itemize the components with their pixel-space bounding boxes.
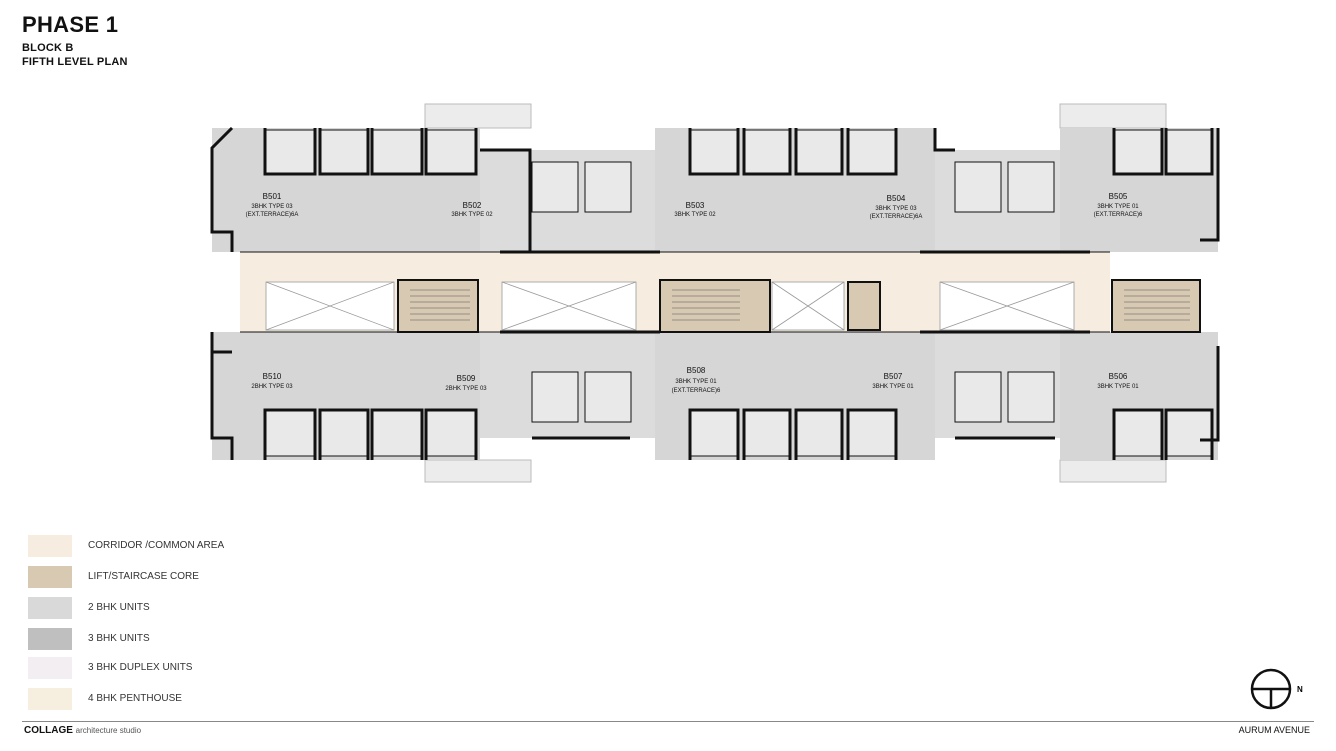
unit-type-b502: 3BHK TYPE 02 <box>451 212 493 218</box>
footer-divider <box>22 721 1314 722</box>
unit-id-b505: B505 <box>1109 192 1128 201</box>
north-arrow-icon: N <box>1250 668 1303 710</box>
cores <box>397 279 1201 333</box>
unit-note-b501: (EXT.TERRACE)6A <box>246 212 299 218</box>
stair-core-middle <box>659 279 771 333</box>
rooms <box>264 129 1213 457</box>
unit-type-b501: 3BHK TYPE 03 <box>251 204 293 210</box>
terrace-b506 <box>1059 459 1167 483</box>
project-name: AURUM AVENUE <box>1238 725 1310 735</box>
legend-swatch <box>28 628 72 650</box>
unit-type-b505: 3BHK TYPE 01 <box>1097 204 1139 210</box>
legend-item-4bhk-penthouse: 4 BHK PENTHOUSE <box>28 688 328 712</box>
terrace-b505 <box>1059 103 1167 129</box>
unit-type-b503: 3BHK TYPE 02 <box>674 212 716 218</box>
block-name: BLOCK B <box>22 42 74 54</box>
unit-type-b510: 2BHK TYPE 03 <box>251 384 293 390</box>
level-name: FIFTH LEVEL PLAN <box>22 56 128 68</box>
stair-core-left <box>397 279 479 333</box>
legend-label: CORRIDOR /COMMON AREA <box>88 540 225 551</box>
unit-id-b509: B509 <box>457 374 476 383</box>
legend-item-2bhk: 2 BHK UNITS <box>28 597 328 621</box>
legend-label: 3 BHK UNITS <box>88 633 150 644</box>
legend-swatch <box>28 597 72 619</box>
page-title: PHASE 1 <box>22 12 119 37</box>
unit-labels-top: B501 3BHK TYPE 03 (EXT.TERRACE)6A B502 3… <box>246 192 1143 220</box>
stair-core-right <box>1111 279 1201 333</box>
legend-label: LIFT/STAIRCASE CORE <box>88 571 199 582</box>
unit-labels-bottom: B510 2BHK TYPE 03 B509 2BHK TYPE 03 B508… <box>251 366 1139 394</box>
unit-type-b506: 3BHK TYPE 01 <box>1097 384 1139 390</box>
unit-id-b502: B502 <box>463 201 482 210</box>
legend-label: 3 BHK DUPLEX UNITS <box>88 662 193 673</box>
legend-item-3bhk: 3 BHK UNITS <box>28 628 328 652</box>
legend-item-corridor: CORRIDOR /COMMON AREA <box>28 535 328 559</box>
unit-note-b504: (EXT.TERRACE)6A <box>870 214 923 220</box>
legend-item-3bhk-duplex: 3 BHK DUPLEX UNITS <box>28 657 328 681</box>
unit-type-b504: 3BHK TYPE 03 <box>875 206 917 212</box>
legend-swatch <box>28 566 72 588</box>
unit-id-b501: B501 <box>263 192 282 201</box>
legend-swatch <box>28 657 72 679</box>
legend-swatch <box>28 688 72 710</box>
unit-note-b508: (EXT.TERRACE)6 <box>672 388 721 394</box>
unit-id-b508: B508 <box>687 366 706 375</box>
legend-label: 2 BHK UNITS <box>88 602 150 613</box>
unit-id-b504: B504 <box>887 194 906 203</box>
unit-id-b503: B503 <box>686 201 705 210</box>
studio-credit: COLLAGE architecture studio <box>24 725 141 736</box>
floor-plan: B501 3BHK TYPE 03 (EXT.TERRACE)6A B502 3… <box>210 103 1220 483</box>
terrace-b509 <box>424 459 532 483</box>
unit-id-b510: B510 <box>263 372 282 381</box>
unit-type-b507: 3BHK TYPE 01 <box>872 384 914 390</box>
legend-swatch <box>28 535 72 557</box>
unit-type-b509: 2BHK TYPE 03 <box>445 386 487 392</box>
legend-label: 4 BHK PENTHOUSE <box>88 693 182 704</box>
unit-id-b506: B506 <box>1109 372 1128 381</box>
studio-name: COLLAGE <box>24 725 73 736</box>
studio-subtitle: architecture studio <box>75 726 142 735</box>
open-voids <box>265 281 1075 331</box>
unit-note-b505: (EXT.TERRACE)6 <box>1094 212 1143 218</box>
lift-core <box>847 281 881 331</box>
legend-item-core: LIFT/STAIRCASE CORE <box>28 566 328 590</box>
unit-id-b507: B507 <box>884 372 903 381</box>
north-label: N <box>1297 685 1303 694</box>
corridor-edges <box>240 251 1110 333</box>
stair-treads <box>410 289 1190 321</box>
terrace-b502 <box>424 103 532 129</box>
unit-type-b508: 3BHK TYPE 01 <box>675 379 717 385</box>
